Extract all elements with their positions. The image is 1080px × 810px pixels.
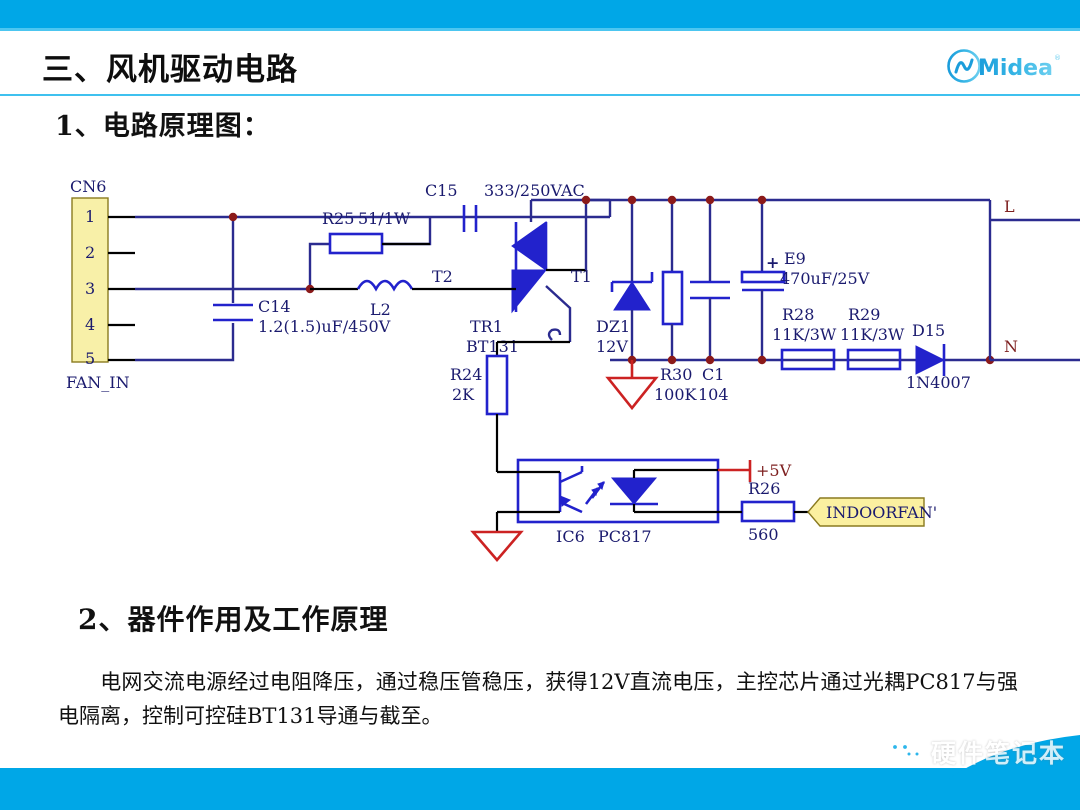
connector-pin-5: 5 [85, 349, 95, 368]
component-R29-value: 11K/3W [840, 325, 905, 344]
component-R24-value: 2K [452, 385, 475, 404]
component-R29: R29 11K/3W [840, 305, 905, 371]
midea-logo: Midea ® [947, 49, 1061, 83]
junction-dot [705, 355, 715, 365]
top-accent-bar [0, 0, 1080, 28]
component-TR1-value: BT131 [466, 337, 519, 356]
paragraph-text: 电网交流电源经过电阻降压，通过稳压管稳压，获得12V直流电压，主控芯片通过光耦P… [58, 670, 1018, 728]
component-R26-value: 560 [748, 525, 779, 544]
junction-dot [757, 195, 767, 205]
junction-dot [705, 195, 715, 205]
body-paragraph: 电网交流电源经过电阻降压，通过稳压管稳压，获得12V直流电压，主控芯片通过光耦P… [58, 665, 1018, 733]
page-title: 三、风机驱动电路 [42, 52, 298, 88]
rail-label-5v: +5V [756, 461, 792, 480]
wechat-icon [886, 739, 924, 767]
component-C1-value: 104 [698, 385, 729, 404]
component-DZ1-value: 12V [596, 337, 628, 356]
component-C1-ref: C1 [702, 365, 724, 384]
component-R24: R24 2K [450, 340, 570, 460]
component-R30-value: 100K [654, 385, 698, 404]
component-DZ1: DZ1 12V [596, 200, 654, 360]
component-TR1: TR1 BT131 [466, 198, 610, 356]
component-IC6-value: PC817 [598, 527, 652, 546]
watermark-text: 硬件笔记本 [930, 739, 1066, 768]
header-divider [0, 94, 1080, 96]
net-flag-label: INDOORFAN' [826, 503, 937, 522]
component-R25-ref: R25 [322, 209, 354, 228]
section-heading-1: 1、电路原理图： [55, 111, 271, 142]
component-L2: L2 [356, 279, 414, 319]
component-C14-value: 1.2(1.5)uF/450V [258, 317, 391, 336]
connector-net-label: FAN_IN [66, 373, 130, 392]
junction-dot [228, 212, 238, 222]
component-E9-ref: E9 [784, 249, 806, 268]
component-L2-ref: L2 [370, 300, 391, 319]
component-DZ1-ref: DZ1 [596, 317, 630, 336]
junction-dot [667, 355, 677, 365]
connector-pin-1: 1 [85, 207, 95, 226]
rail-label-N: N [1004, 337, 1018, 356]
section-heading-2: 2、器件作用及工作原理 [78, 603, 389, 636]
ground-symbol-main [605, 360, 659, 411]
component-TR1-ref: TR1 [470, 317, 503, 336]
top-accent-bar-underline [0, 28, 1080, 31]
component-R25-value: 51/1W [358, 209, 411, 228]
component-R26: R26 560 [718, 479, 808, 544]
component-IC6: IC6 PC817 [495, 458, 720, 546]
triac-t1-label: T1 [571, 267, 592, 286]
component-R30: R30 100K [654, 200, 698, 404]
svg-text:®: ® [1054, 54, 1061, 62]
junction-dot [667, 195, 677, 205]
connector-pin-4: 4 [85, 315, 95, 334]
component-D15-ref: D15 [912, 321, 945, 340]
ground-symbol-opto [470, 530, 524, 562]
wechat-watermark: 硬件笔记本 [885, 732, 1066, 772]
component-C14-ref: C14 [258, 297, 291, 316]
component-R28: R28 11K/3W [772, 305, 837, 371]
junction-dot [581, 195, 591, 205]
connector-pin-3: 3 [85, 279, 95, 298]
triac-t2-label: T2 [432, 267, 453, 286]
component-R24-ref: R24 [450, 365, 482, 384]
rail-5v: +5V [718, 460, 792, 482]
footer-bar [0, 768, 1080, 810]
component-R26-ref: R26 [748, 479, 780, 498]
component-C15-ref: C15 [425, 181, 458, 200]
component-C15-value: 333/250VAC [484, 181, 585, 200]
component-IC6-ref: IC6 [556, 527, 585, 546]
connector-pin-2: 2 [85, 243, 95, 262]
component-D15-value: 1N4007 [906, 373, 971, 392]
slide-header [0, 31, 1080, 94]
component-R28-value: 11K/3W [772, 325, 837, 344]
midea-wordmark: Midea [978, 56, 1053, 81]
component-C15: C15 333/250VAC [425, 181, 585, 232]
component-E9: + E9 470uF/25V [740, 200, 870, 360]
component-R29-ref: R29 [848, 305, 880, 324]
component-C1: C1 104 [690, 200, 730, 404]
junction-dot [627, 195, 637, 205]
e9-polarity-plus: + [766, 253, 779, 272]
component-C14: C14 1.2(1.5)uF/450V [213, 297, 391, 336]
component-D15: D15 1N4007 [906, 321, 971, 392]
component-E9-value: 470uF/25V [780, 269, 870, 288]
connector-body [71, 197, 109, 363]
component-R28-ref: R28 [782, 305, 814, 324]
component-R30-ref: R30 [660, 365, 692, 384]
circuit-schematic: .wn { stroke:#2b2b8f; stroke-width:2.4; … [66, 177, 1080, 562]
component-R25: R25 51/1W [322, 209, 411, 255]
connector-ref-label: CN6 [70, 177, 106, 196]
junction-dot [757, 355, 767, 365]
rail-label-L: L [1004, 197, 1015, 216]
net-flag-indoorfan: INDOORFAN' [807, 497, 937, 527]
